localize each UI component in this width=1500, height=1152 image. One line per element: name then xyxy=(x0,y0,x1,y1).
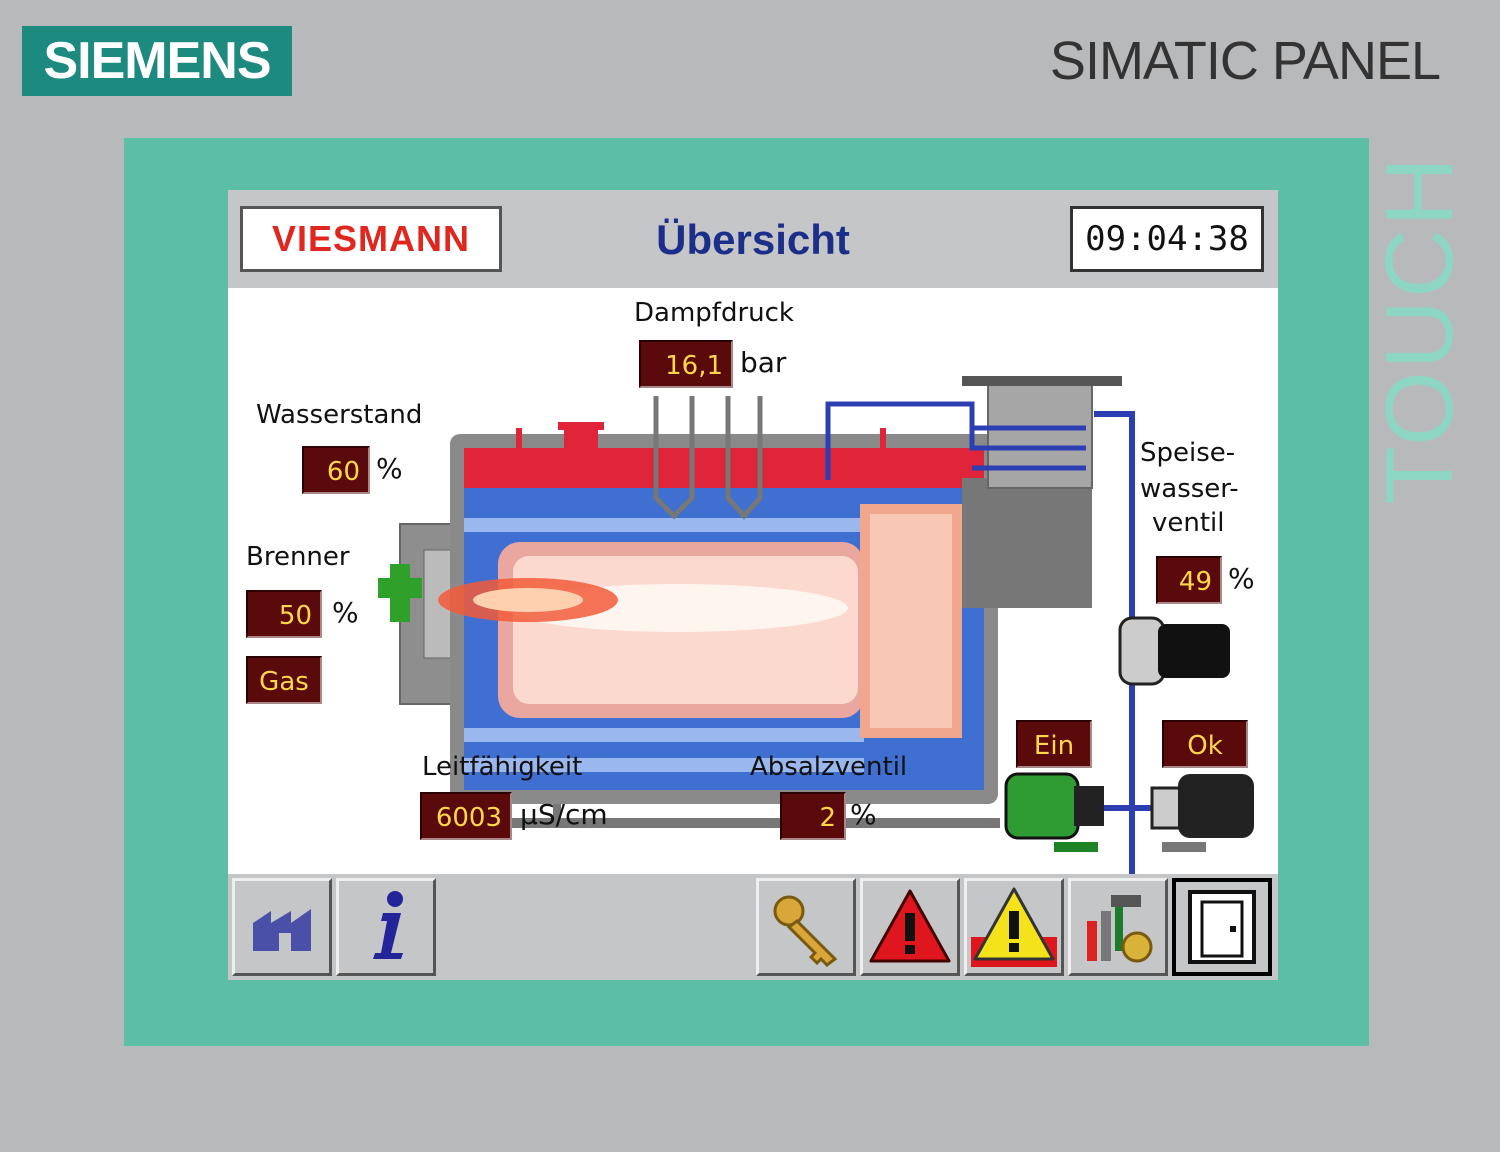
leitfaehigkeit-unit: µS/cm xyxy=(520,798,608,831)
info-button[interactable] xyxy=(336,878,436,976)
pump-left-status: Ein xyxy=(1016,720,1092,768)
leitfaehigkeit-value: 6003 xyxy=(420,792,512,840)
wasserstand-label: Wasserstand xyxy=(256,400,423,430)
warning-yellow-icon xyxy=(971,887,1057,967)
speisewasser-unit: % xyxy=(1228,562,1255,595)
wasserstand-unit: % xyxy=(376,452,403,485)
clock-display: 09:04:38 xyxy=(1070,206,1264,272)
page-title: Übersicht xyxy=(656,216,850,263)
dampfdruck-label: Dampfdruck xyxy=(634,298,794,328)
tools-icon xyxy=(1087,895,1153,963)
brenner-label: Brenner xyxy=(246,542,350,572)
siemens-logo: SIEMENS xyxy=(22,26,292,96)
home-icon xyxy=(253,909,311,951)
touch-label: TOUCH xyxy=(1366,155,1473,505)
alarm-red-icon xyxy=(869,889,951,963)
info-icon xyxy=(373,891,403,959)
dampfdruck-unit: bar xyxy=(740,346,787,379)
alarm-button[interactable] xyxy=(860,878,960,976)
pump-left-icon xyxy=(1004,772,1104,852)
burner-icon xyxy=(378,564,422,622)
absalzventil-label: Absalzventil xyxy=(750,752,908,782)
fuel-type-value: Gas xyxy=(246,656,322,704)
leitfaehigkeit-label: Leitfähigkeit xyxy=(422,752,583,782)
wasserstand-value: 60 xyxy=(302,446,370,494)
speisewasser-label-1: Speise- xyxy=(1140,438,1236,468)
absalzventil-value: 2 xyxy=(780,792,846,840)
feed-valve-icon xyxy=(1118,616,1230,686)
touch-label-text: TOUCH xyxy=(1366,155,1473,505)
home-button[interactable] xyxy=(232,878,332,976)
pump-right-icon xyxy=(1150,774,1254,852)
speisewasser-value: 49 xyxy=(1156,556,1222,604)
exit-button[interactable] xyxy=(1172,878,1272,976)
warning-button[interactable] xyxy=(964,878,1064,976)
key-icon xyxy=(773,895,838,967)
dampfdruck-value: 16,1 xyxy=(639,340,733,388)
speisewasser-label-2: wasser- xyxy=(1140,474,1239,504)
panel-model-label: SIMATIC PANEL xyxy=(1049,31,1441,91)
brenner-unit: % xyxy=(332,596,359,629)
speisewasser-label-3: ventil xyxy=(1152,508,1225,538)
pump-right-status: Ok xyxy=(1162,720,1248,768)
absalzventil-unit: % xyxy=(850,798,877,831)
viessmann-logo: VIESMANN xyxy=(240,206,502,272)
hmi-screen: VIESMANN Übersicht 09:04:38 xyxy=(228,190,1278,980)
boiler-diagram xyxy=(378,376,1254,874)
login-key-button[interactable] xyxy=(756,878,856,976)
exit-door-icon xyxy=(1188,890,1256,964)
tools-button[interactable] xyxy=(1068,878,1168,976)
brenner-value: 50 xyxy=(246,590,322,638)
